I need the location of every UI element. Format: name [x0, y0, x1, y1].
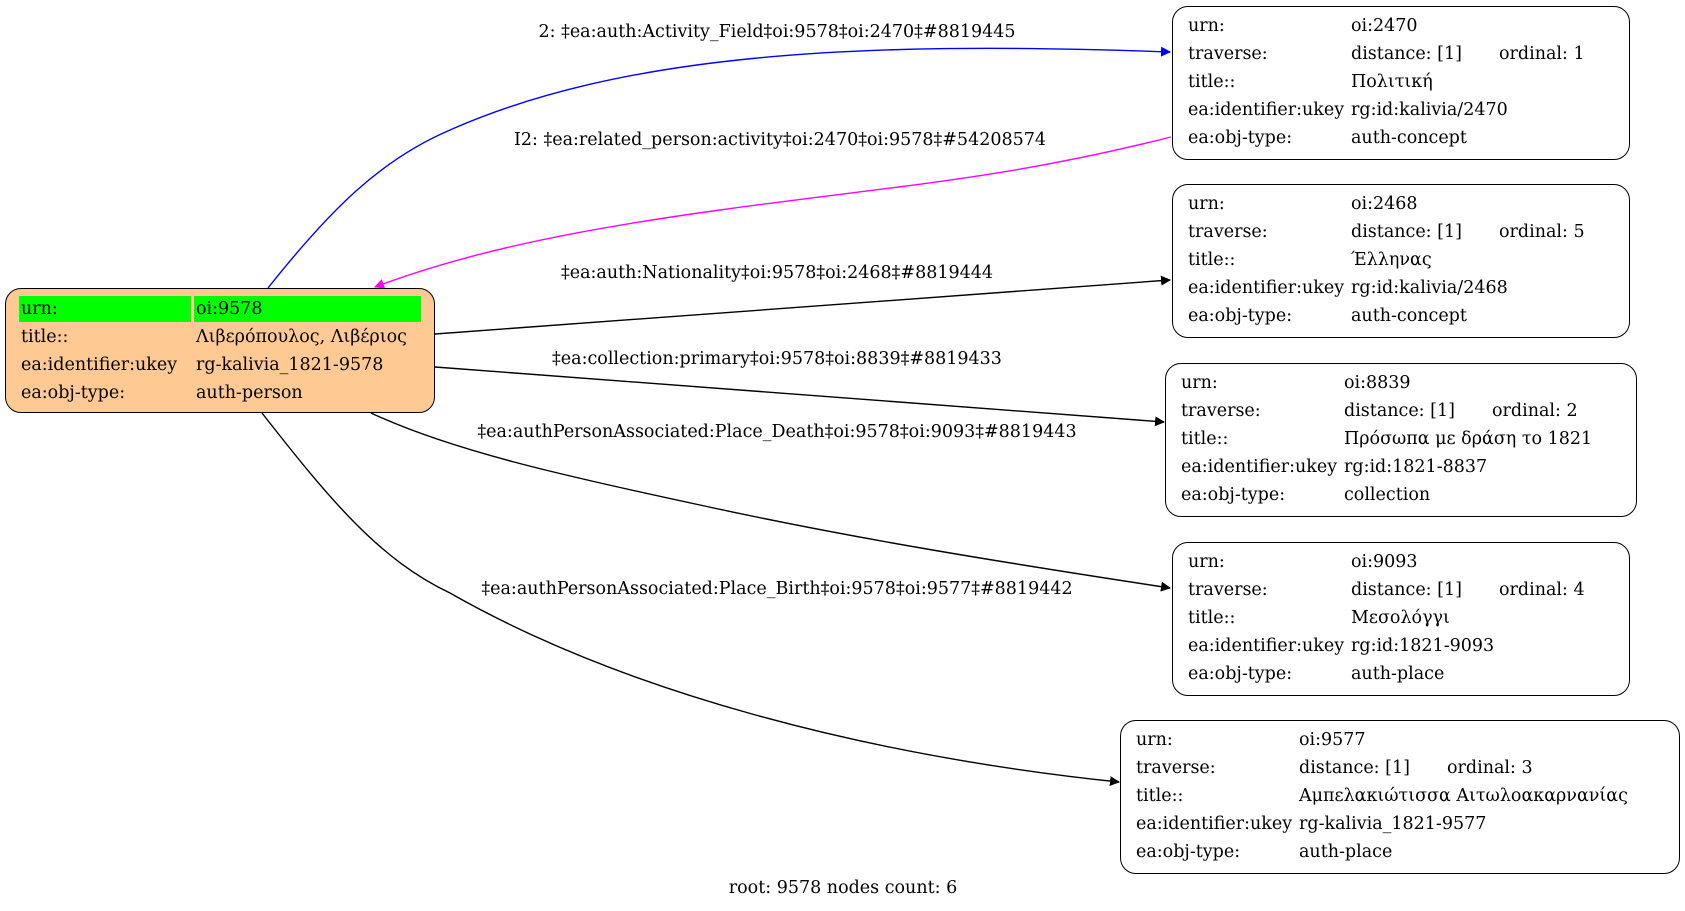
node-key: title::	[1136, 786, 1184, 806]
node-key: title::	[1181, 429, 1229, 449]
node-9577[interactable]: urn: oi:9577 traverse: distance: [1] ordinal…	[1120, 720, 1680, 874]
node-8839[interactable]: urn: oi:8839 traverse: distance: [1] ordinal…	[1165, 363, 1637, 517]
node-value: oi:9577	[1299, 730, 1366, 750]
edge-label-collection-primary: ‡ea:collection:primary‡oi:9578‡oi:8839‡#…	[552, 349, 1002, 369]
node-9093[interactable]: urn: oi:9093 traverse: distance: [1] ordinal…	[1172, 542, 1630, 696]
node-ordinal: ordinal: 1	[1499, 44, 1585, 64]
node-value: distance: [1]	[1344, 401, 1455, 421]
node-key: ea:identifier:ukey	[1181, 457, 1338, 477]
edge-label-place-birth: ‡ea:authPersonAssociated:Place_Birth‡oi:…	[481, 579, 1073, 599]
edge-label-place-death: ‡ea:authPersonAssociated:Place_Death‡oi:…	[477, 422, 1077, 442]
node-key: traverse:	[1188, 222, 1268, 242]
node-key: ea:obj-type:	[1188, 306, 1293, 326]
root-value: auth-person	[196, 383, 303, 403]
edge-nationality[interactable]	[434, 275, 1171, 335]
node-key: urn:	[1136, 730, 1173, 750]
node-key: traverse:	[1181, 401, 1261, 421]
node-key: ea:identifier:ukey	[1136, 814, 1293, 834]
node-key: ea:identifier:ukey	[1188, 636, 1345, 656]
node-ordinal: ordinal: 4	[1499, 580, 1585, 600]
node-value: auth-place	[1351, 664, 1445, 684]
node-ordinal: ordinal: 3	[1447, 758, 1533, 778]
node-key: title::	[1188, 608, 1236, 628]
node-value: Έλληνας	[1351, 250, 1432, 270]
node-2470[interactable]: urn: oi:2470 traverse: distance: [1] ordinal…	[1172, 6, 1630, 160]
node-value: oi:9093	[1351, 552, 1418, 572]
node-key: title::	[1188, 72, 1236, 92]
root-key: urn:	[19, 296, 191, 322]
node-key: ea:obj-type:	[1181, 485, 1286, 505]
edge-place-birth[interactable]	[261, 412, 1120, 787]
graph-footer: root: 9578 nodes count: 6	[728, 878, 958, 898]
root-key: ea:obj-type:	[21, 383, 126, 403]
node-key: urn:	[1188, 552, 1225, 572]
node-value: Πολιτική	[1351, 72, 1433, 92]
node-key: ea:obj-type:	[1188, 128, 1293, 148]
node-value: rg:id:1821-8837	[1344, 457, 1488, 477]
node-value: auth-concept	[1351, 306, 1467, 326]
node-key: title::	[1188, 250, 1236, 270]
root-value: oi:9578	[194, 296, 421, 322]
node-key: ea:obj-type:	[1188, 664, 1293, 684]
node-value: collection	[1344, 485, 1431, 505]
root-key: title::	[21, 327, 69, 347]
node-key: traverse:	[1188, 580, 1268, 600]
node-value: auth-place	[1299, 842, 1393, 862]
node-value: distance: [1]	[1351, 222, 1462, 242]
root-value: rg-kalivia_1821-9578	[196, 355, 384, 375]
node-key: traverse:	[1188, 44, 1268, 64]
node-key: ea:identifier:ukey	[1188, 278, 1345, 298]
node-value: Μεσολόγγι	[1351, 608, 1450, 628]
edge-label-related-person-activity: I2: ‡ea:related_person:activity‡oi:2470‡…	[513, 130, 1047, 150]
node-2468[interactable]: urn: oi:2468 traverse: distance: [1] ordinal…	[1172, 184, 1630, 338]
edge-related-person-activity[interactable]	[374, 136, 1172, 289]
node-value: oi:2470	[1351, 16, 1418, 36]
edge-label-activity-field: 2: ‡ea:auth:Activity_Field‡oi:9578‡oi:24…	[538, 22, 1016, 42]
node-value: Πρόσωπα με δράση το 1821	[1344, 429, 1593, 449]
node-key: urn:	[1188, 194, 1225, 214]
edge-activity-field[interactable]	[267, 46, 1171, 289]
root-value: Λιβερόπουλος, Λιβέριος	[196, 327, 407, 347]
root-node[interactable]: urn: oi:9578 title:: Λιβερόπουλος, Λιβέρ…	[5, 288, 435, 413]
node-value: oi:2468	[1351, 194, 1418, 214]
node-value: rg-kalivia_1821-9577	[1299, 814, 1487, 834]
node-key: urn:	[1188, 16, 1225, 36]
node-value: distance: [1]	[1299, 758, 1410, 778]
node-value: rg:id:kalivia/2468	[1351, 278, 1508, 298]
node-value: distance: [1]	[1351, 44, 1462, 64]
edge-place-death[interactable]	[370, 412, 1171, 592]
node-ordinal: ordinal: 2	[1492, 401, 1578, 421]
edge-label-nationality: ‡ea:auth:Nationality‡oi:9578‡oi:2468‡#88…	[560, 263, 994, 283]
edge-collection-primary[interactable]	[434, 366, 1165, 427]
node-value: auth-concept	[1351, 128, 1467, 148]
node-value: oi:8839	[1344, 373, 1411, 393]
node-ordinal: ordinal: 5	[1499, 222, 1585, 242]
node-key: ea:identifier:ukey	[1188, 100, 1345, 120]
node-value: Αμπελακιώτισσα Αιτωλοακαρνανίας	[1299, 786, 1628, 806]
node-key: traverse:	[1136, 758, 1216, 778]
node-value: rg:id:kalivia/2470	[1351, 100, 1508, 120]
node-key: urn:	[1181, 373, 1218, 393]
node-value: rg:id:1821-9093	[1351, 636, 1495, 656]
node-key: ea:obj-type:	[1136, 842, 1241, 862]
node-value: distance: [1]	[1351, 580, 1462, 600]
root-key: ea:identifier:ukey	[21, 355, 178, 375]
